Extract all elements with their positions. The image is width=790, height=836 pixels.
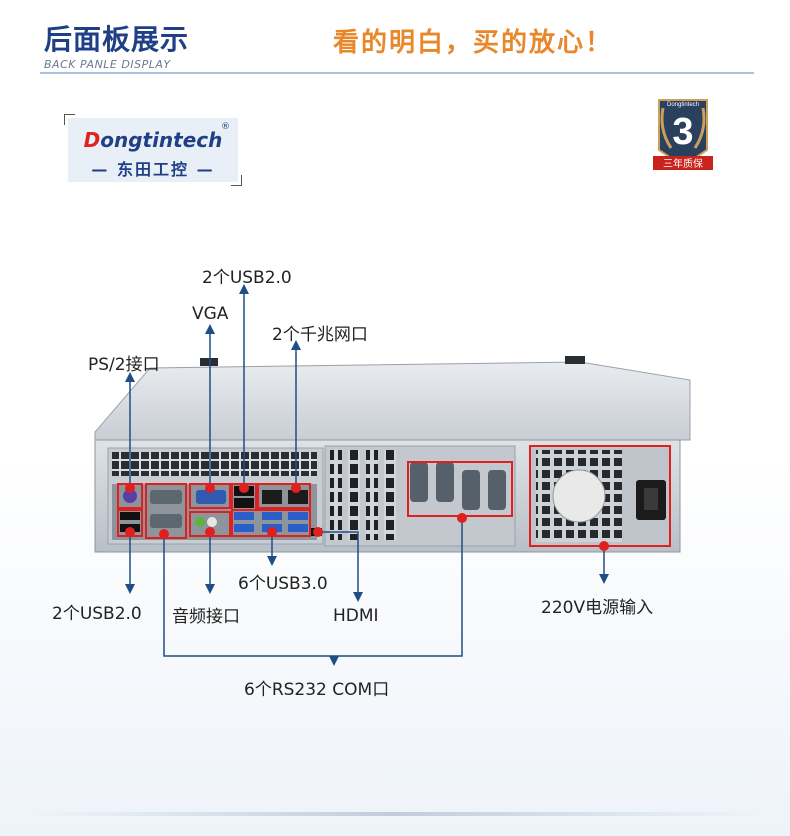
callout-lines (129, 290, 605, 657)
label-audio: 音频接口 (172, 607, 240, 627)
warranty-badge-icon: Dongtintech 3 三年质保 (653, 99, 713, 170)
chassis (94, 356, 691, 553)
label-usb20-top: 2个USB2.0 (202, 268, 292, 288)
label-usb30: 6个USB3.0 (238, 574, 328, 594)
badge-number: 3 (672, 111, 693, 153)
label-vga: VGA (192, 304, 229, 324)
callout-dots (125, 483, 609, 551)
label-power: 220V电源输入 (541, 598, 654, 618)
label-usb20-bottom: 2个USB2.0 (52, 604, 142, 624)
header-divider (40, 72, 754, 74)
label-ps2: PS/2接口 (88, 355, 160, 375)
logo-registered-mark: ® (221, 122, 230, 132)
logo-brand-name: Dongtintech (68, 128, 238, 152)
logo-brand-rest: ongtintech (100, 128, 223, 152)
logo-corner-bottom-right (231, 175, 242, 186)
arrowheads (125, 284, 609, 666)
brand-logo: Dongtintech ® — 东田工控 — (64, 114, 242, 186)
page-subtitle: BACK PANLE DISPLAY (44, 58, 171, 71)
page-title: 后面板展示 (44, 23, 190, 56)
badge-brand: Dongtintech (667, 102, 699, 108)
footer-divider (30, 812, 760, 816)
label-com: 6个RS232 COM口 (244, 680, 390, 700)
label-hdmi: HDMI (333, 606, 379, 626)
logo-brand-initial: D (83, 128, 101, 152)
slogan: 看的明白，买的放心！ (333, 28, 614, 58)
badge-text: 三年质保 (663, 157, 703, 170)
logo-brand-cn: — 东田工控 — (91, 160, 215, 179)
logo-corner-top-left (64, 114, 75, 125)
label-lan: 2个千兆网口 (272, 325, 368, 345)
